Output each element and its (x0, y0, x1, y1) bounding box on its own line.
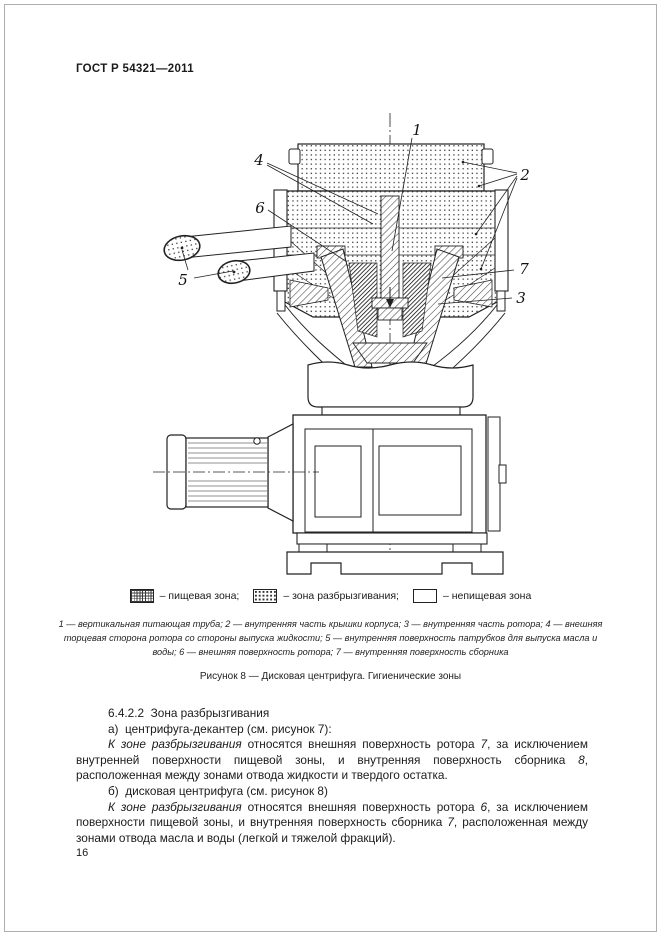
spray-zone-swatch-icon (253, 589, 278, 603)
legend-label: – пищевая зона; (159, 590, 240, 602)
section-heading: 6.4.2.2 Зона разбрызгивания (108, 706, 270, 720)
paragraph-lead: К зоне разбрызгивания (108, 737, 242, 752)
pedestal (307, 361, 474, 408)
callout-1: 1 (412, 121, 422, 139)
legend-item-food-zone: – пищевая зона; (129, 589, 240, 603)
paragraph-text: , за исключением поверхности пищевой зон… (76, 799, 588, 830)
callout-6: 6 (255, 199, 265, 217)
paragraph-2: К зоне разбрызгивания относятся внешняя … (76, 800, 588, 847)
nonfood-zone-swatch-icon (412, 589, 437, 603)
base-feet (286, 532, 504, 575)
page-number: 16 (76, 847, 89, 859)
callout-leaders (181, 137, 518, 305)
legend-item-nonfood-zone: – непищевая зона (412, 589, 532, 603)
callout-2: 2 (519, 166, 530, 184)
figure-caption: Рисунок 8 — Дисковая центрифуга. Гигиени… (199, 671, 462, 682)
list-item-b: б) дисковая центрифуга (см. рисунок 8) (108, 783, 328, 798)
drive-motor (153, 423, 319, 522)
position-ref: 7 (480, 737, 488, 752)
base-housing (292, 414, 507, 534)
food-zone-swatch-icon (129, 589, 154, 603)
pedestal-neck (321, 406, 461, 416)
figure-key-line: 1 — вертикальная питающая труба; 2 — вну… (58, 619, 603, 629)
flow-arrow (386, 299, 394, 308)
callout-4: 4 (253, 151, 264, 169)
paragraph-text: , за исключением внутренней поверхности … (76, 737, 588, 767)
figure-key-line: воды; 6 — внешняя поверхность ротора; 7 … (152, 647, 509, 657)
paragraph-text: относятся внешняя поверхность ротора (241, 799, 481, 814)
rotor-assembly (316, 195, 464, 368)
callout-3: 3 (516, 289, 526, 307)
document-page: ГОСТ Р 54321—2011 (4, 4, 657, 932)
legend-label: – зона разбрызгивания; (283, 590, 399, 602)
outlet-pipes (163, 225, 315, 285)
position-ref: 8 (578, 752, 585, 767)
paragraph-lead: К зоне разбрызгивания (108, 799, 242, 814)
list-item-a: а) центрифуга-декантер (см. рисунок 7): (108, 721, 332, 736)
figure-legend: – пищевая зона; – зона разбрызгивания; –… (5, 589, 656, 603)
paragraph-text: , расположенная между зонами отвода масл… (76, 815, 588, 845)
paragraph-text: относятся внешняя поверхность ротора (241, 737, 481, 752)
page-header: ГОСТ Р 54321—2011 (76, 63, 194, 75)
legend-label: – непищевая зона (442, 590, 532, 602)
paragraph-text: , расположенная между зонами отвода жидк… (76, 752, 588, 783)
leader-end-dots (461, 160, 483, 271)
position-ref: 6 (480, 799, 488, 814)
callout-7: 7 (519, 260, 529, 278)
centrifuge-technical-drawing: 1 2 3 4 5 6 7 (153, 113, 530, 575)
callout-5: 5 (178, 271, 188, 289)
position-ref: 7 (447, 815, 454, 830)
cover-lid (288, 143, 494, 192)
legend-item-spray-zone: – зона разбрызгивания; (253, 589, 399, 603)
figure-key-line: торцевая сторона ротора со стороны выпус… (63, 633, 598, 643)
body-text: 6.4.2.2 Зона разбрызгивания а) центрифуг… (76, 706, 588, 846)
figure-key: 1 — вертикальная питающая труба; 2 — вну… (45, 617, 616, 659)
paragraph-1: К зоне разбрызгивания относятся внешняя … (76, 737, 588, 784)
